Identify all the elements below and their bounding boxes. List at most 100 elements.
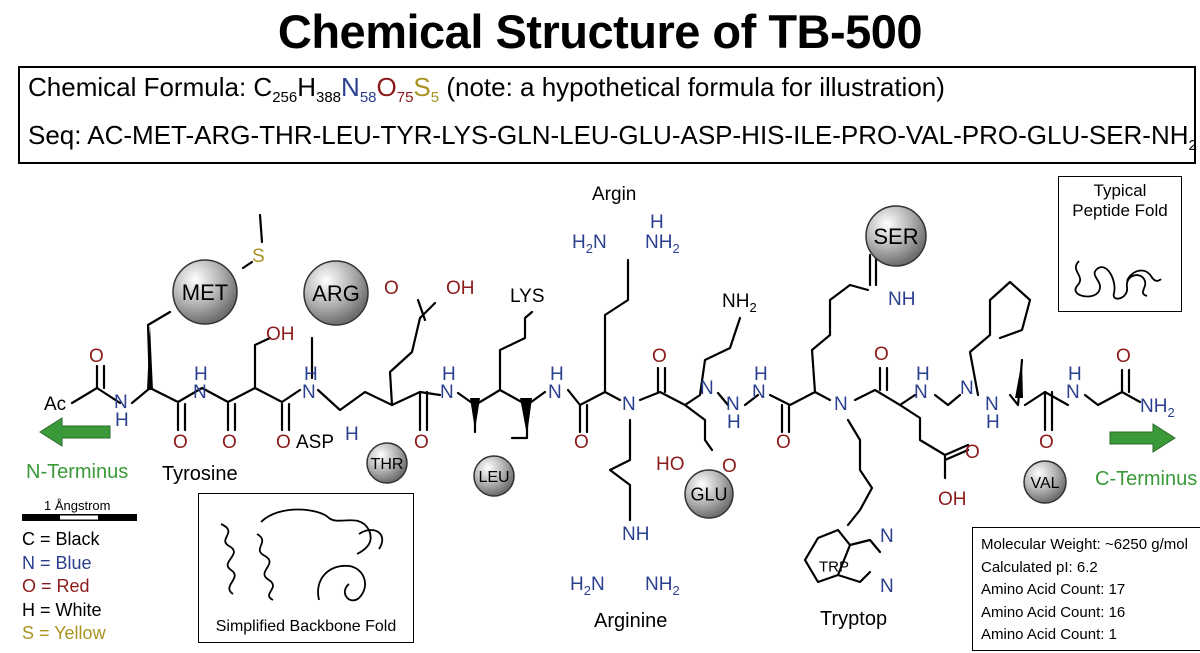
atom-o-6: O (414, 432, 429, 453)
residue-label-ser: SER (873, 224, 918, 249)
atom-color-legend: C = Black N = Blue O = Red H = White S =… (22, 528, 106, 646)
atom-n-6: N (622, 394, 636, 415)
atom-o-8: O (652, 346, 667, 367)
atom-h-10: H (916, 364, 930, 385)
atom-h-7: H (650, 212, 664, 233)
residue-ball-val (1023, 460, 1067, 504)
atom-n-16: N (880, 576, 894, 597)
atom-o-14: O (1116, 346, 1131, 367)
n-terminus-label: N-Terminus (26, 461, 128, 483)
typical-fold-squiggle (1074, 260, 1162, 300)
legend-item: S = Yellow (22, 623, 106, 643)
atom-n-11: N (914, 382, 928, 403)
formula-carbon-count: 256 (272, 89, 298, 106)
atom-nh2-2-nh: NH (645, 574, 672, 595)
property-row: Molecular Weight: ~6250 g/mol (981, 536, 1188, 553)
atom-h-4: H (345, 424, 359, 445)
region-labels: N-Terminus C-Terminus Tyrosine Arginine … (26, 461, 1197, 632)
asp-label: ASP (296, 432, 334, 453)
atom-h2n-1-h: H (572, 232, 586, 253)
atom-n-14: N (1066, 382, 1080, 403)
atom-o-12: O (965, 442, 980, 463)
atom-oh-2: OH (446, 278, 475, 299)
backbone-fold-label: Simplified Backbone Fold (215, 618, 397, 635)
atom-h-11: H (986, 412, 1000, 433)
formula-sulfur-count: 5 (430, 89, 440, 106)
legend-item: C = Black (22, 529, 100, 549)
backbone-fold-box: Simplified Backbone Fold (198, 493, 414, 643)
atom-h-1: H (115, 410, 129, 431)
atom-o-4: O (276, 432, 291, 453)
residue-label-leu: LEU (478, 469, 509, 486)
atom-o-13: O (1039, 432, 1054, 453)
n-terminus-arrow (39, 417, 111, 447)
typical-fold-line1: Typical (1093, 181, 1147, 200)
atom-nh-2: NH (888, 289, 915, 310)
atom-o-2: O (173, 432, 188, 453)
formula-nitrogen-count: 58 (359, 89, 377, 106)
atom-h2n-1-n: N (593, 232, 607, 253)
atom-h2n-1-sub: 2 (586, 241, 593, 256)
residue-label-met: MET (182, 280, 228, 305)
argin-label: Argin (592, 184, 636, 205)
atom-o-5: O (384, 278, 399, 299)
residue-label-val: VAL (1030, 475, 1059, 492)
c-terminus-label: C-Terminus (1095, 468, 1197, 490)
formula-oxygen: O (376, 72, 397, 102)
residue-label-arg: ARG (312, 281, 360, 306)
atom-n-12: N (960, 378, 974, 399)
atom-n-5: N (548, 382, 562, 403)
atom-nh2-1-sub: 2 (672, 241, 679, 256)
atom-h2n-2-n: N (591, 574, 605, 595)
formula-nitrogen: N (341, 72, 360, 102)
atom-h-6: H (550, 364, 564, 385)
atom-nh2-2-sub: 2 (672, 583, 679, 598)
atom-nh2-3-nh: NH (722, 291, 749, 312)
property-row: Amino Acid Count: 16 (981, 603, 1126, 621)
atom-n-3: N (302, 382, 316, 403)
backbone-fold-squiggle (220, 508, 384, 602)
atom-nh2-3-sub: 2 (749, 300, 756, 315)
atom-h-8: H (727, 412, 741, 433)
atom-h2n-1: H2N (572, 232, 607, 256)
scale-label: 1 Ångstrom (44, 498, 110, 513)
typical-fold-path (1074, 260, 1162, 300)
atom-labels: Ac N H O O O O H N OH S H N ASP H O OH O… (44, 184, 1175, 598)
atom-nh2-4: NH2 (1140, 396, 1175, 420)
formula-note: (note: a hypothetical formula for illust… (439, 72, 945, 102)
atom-nh-1: NH (622, 524, 649, 545)
backbone-fold-path (220, 508, 384, 602)
atom-n-13: N (985, 394, 999, 415)
atom-h-12: H (1068, 364, 1082, 385)
legend-item: O = Red (22, 576, 90, 596)
atom-o-10: O (776, 432, 791, 453)
formula-label: Chemical Formula: (28, 72, 254, 102)
atom-h2n-2-h: H (570, 574, 584, 595)
formula-oxygen-count: 75 (396, 89, 414, 106)
chemical-formula: Chemical Formula: C256H388N58O75S5 (note… (28, 72, 945, 106)
residue-label-thr: THR (371, 456, 404, 473)
atom-nh2-1-nh: NH (645, 232, 672, 253)
atom-h-5: H (442, 364, 456, 385)
atom-s-1: S (252, 246, 265, 267)
atom-o-3: O (222, 432, 237, 453)
atom-n-15: N (880, 526, 894, 547)
scale-bar: 1 Ångstrom (22, 498, 137, 521)
atom-h-3: H (304, 364, 318, 385)
legend-item: H = White (22, 599, 102, 620)
atom-n-9: N (752, 382, 766, 403)
residue-ball-leu (473, 455, 515, 497)
atom-h-9: H (754, 364, 768, 385)
typical-fold-line2: Peptide Fold (1072, 201, 1168, 220)
residue-label-glu: GLU (690, 484, 727, 504)
formula-hydrogen-count: 388 (316, 89, 342, 106)
atom-n-10: N (834, 394, 848, 415)
atom-h2n-2: H2N (570, 574, 605, 598)
sequence-subscript: 2 (1188, 137, 1197, 154)
atom-h-2: H (194, 364, 208, 385)
sequence: Seq: AC-MET-ARG-THR-LEU-TYR-LYS-GLN-LEU-… (28, 120, 1197, 154)
atom-nh2-1: NH2 (645, 232, 680, 256)
property-row: Amino Acid Count: 17 (981, 581, 1126, 598)
residue-ball-glu (684, 469, 734, 519)
